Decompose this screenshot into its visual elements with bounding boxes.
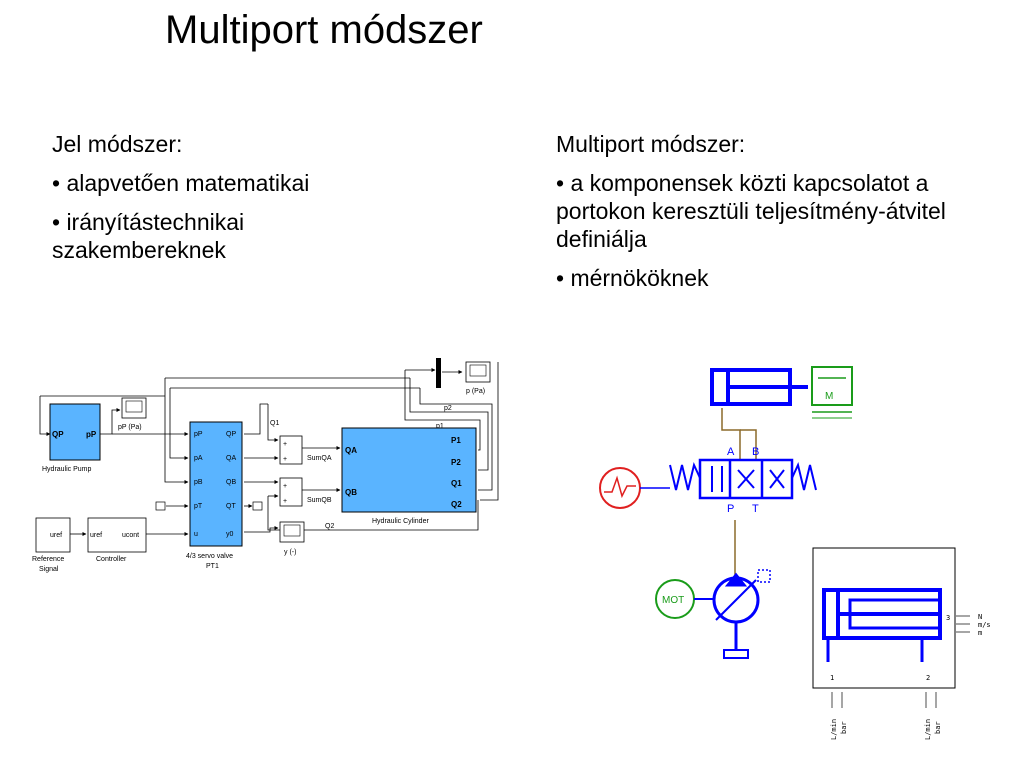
port-t-label: T <box>752 503 759 515</box>
output-n: N <box>978 613 982 621</box>
hydraulic-cylinder-block: QA QB P1 P2 Q1 Q2 Hydraulic Cylinder <box>341 427 477 525</box>
valve-out-qt: QT <box>226 503 236 510</box>
port2-unit-pressure: bar <box>934 721 942 734</box>
right-bullet-1: • a komponensek közti kapcsolatot a port… <box>556 170 946 252</box>
reference-signal-block: uref Reference Signal <box>32 517 71 573</box>
pt-constant-block <box>155 501 166 511</box>
valve-in-pa: pA <box>194 455 203 462</box>
reference-port: uref <box>50 532 62 539</box>
qt-terminator-block <box>252 501 263 511</box>
scope-y-label: y (-) <box>284 549 296 556</box>
scope-pp: pP (Pa) <box>118 397 147 431</box>
sum-qb-sign-2: + <box>283 498 287 505</box>
valve-in-pp: pP <box>194 431 203 438</box>
port1-unit-flow: L/min <box>830 719 838 740</box>
valve-out-qa: QA <box>226 455 236 462</box>
scope-p-label: p (Pa) <box>466 388 485 395</box>
cyl-in-qb: QB <box>345 488 357 497</box>
controller-out-port: ucont <box>122 532 139 539</box>
pump-name: Hydraulic Pump <box>42 466 92 473</box>
signal-lines <box>39 362 499 536</box>
port2-unit-flow: L/min <box>924 719 932 740</box>
signal-source-symbol <box>599 467 670 509</box>
hydraulic-pipes <box>721 408 757 575</box>
cyl-out-p1: P1 <box>451 436 461 445</box>
reference-name-2: Signal <box>39 566 59 573</box>
motor-label: M <box>825 391 833 402</box>
valve-name-2: PT1 <box>206 563 219 570</box>
mux-bar <box>436 358 441 388</box>
valve-in-pt: pT <box>194 503 203 510</box>
valve-out-qp: QP <box>226 431 236 438</box>
block-port-2: 2 <box>926 674 930 682</box>
port-p-label: P <box>727 503 734 515</box>
block-port-1: 1 <box>830 674 834 682</box>
output-m: m <box>978 629 982 637</box>
sum-qb-label: SumQB <box>307 497 332 504</box>
cyl-out-q1: Q1 <box>451 479 462 488</box>
pump-port-qp: QP <box>52 430 64 439</box>
sum-qa-sign-2: + <box>283 456 287 463</box>
cyl-name: Hydraulic Cylinder <box>372 518 429 525</box>
sum-qb-block: + + SumQB <box>279 477 332 507</box>
signal-p2-label: p2 <box>444 405 452 412</box>
valve-out-qb: QB <box>226 479 236 486</box>
pump-port-pp: pP <box>86 430 97 439</box>
controller-block: uref ucont Controller <box>87 517 147 563</box>
right-heading: Multiport módszer: <box>556 131 746 157</box>
prime-mover-symbol: MOT <box>655 579 715 619</box>
left-column: Jel módszer: • alapvetően matematikai • … <box>52 130 412 275</box>
port-a-label: A <box>727 446 735 458</box>
controller-in-port: uref <box>90 532 102 539</box>
load-motor: M <box>811 366 853 419</box>
sum-qa-sign-1: + <box>283 441 287 448</box>
cyl-out-q2: Q2 <box>451 500 462 509</box>
directional-valve-symbol: A B P T <box>669 446 817 515</box>
left-bullet-2: • irányítástechnikai szakembereknek <box>52 209 245 263</box>
valve-in-u: u <box>194 531 198 538</box>
cyl-out-p2: P2 <box>451 458 461 467</box>
cylinder-submodel-block: 1 2 3 N m/s m L/min bar L/min bar <box>812 547 991 740</box>
port-b-label: B <box>752 446 759 458</box>
signal-q1-label: Q1 <box>270 420 279 427</box>
valve-out-y0: y0 <box>226 531 234 538</box>
block-port-3: 3 <box>946 614 950 622</box>
scope-pp-label: pP (Pa) <box>118 424 142 431</box>
left-heading: Jel módszer: <box>52 131 183 157</box>
prime-mover-label: MOT <box>662 595 684 606</box>
reference-name-1: Reference <box>32 556 64 563</box>
hydraulic-cylinder-symbol <box>710 368 808 406</box>
scope-p: p (Pa) <box>465 361 491 395</box>
servo-valve-block: pP pA pB pT u QP QA QB QT y0 4/3 servo v… <box>186 421 243 570</box>
cyl-in-qa: QA <box>345 446 357 455</box>
port1-unit-pressure: bar <box>840 721 848 734</box>
signal-q2-label: Q2 <box>325 523 334 530</box>
controller-name: Controller <box>96 556 127 563</box>
right-column: Multiport módszer: • a komponensek közti… <box>556 130 996 303</box>
left-bullet-1: • alapvetően matematikai <box>52 170 310 196</box>
sum-qb-sign-1: + <box>283 483 287 490</box>
hydraulic-pump-block: QP pP Hydraulic Pump <box>42 403 101 473</box>
signal-p1-label: p1 <box>436 423 444 430</box>
output-ms: m/s <box>978 621 991 629</box>
slide-title: Multiport módszer <box>165 8 483 52</box>
scope-y: y (-) <box>279 521 305 556</box>
hydraulic-pump-symbol <box>712 569 771 659</box>
right-bullet-2: • mérnököknek <box>556 265 709 291</box>
sum-qa-label: SumQA <box>307 455 332 462</box>
valve-in-pb: pB <box>194 479 203 486</box>
sum-qa-block: + + SumQA <box>279 435 332 465</box>
valve-name-1: 4/3 servo valve <box>186 553 233 560</box>
